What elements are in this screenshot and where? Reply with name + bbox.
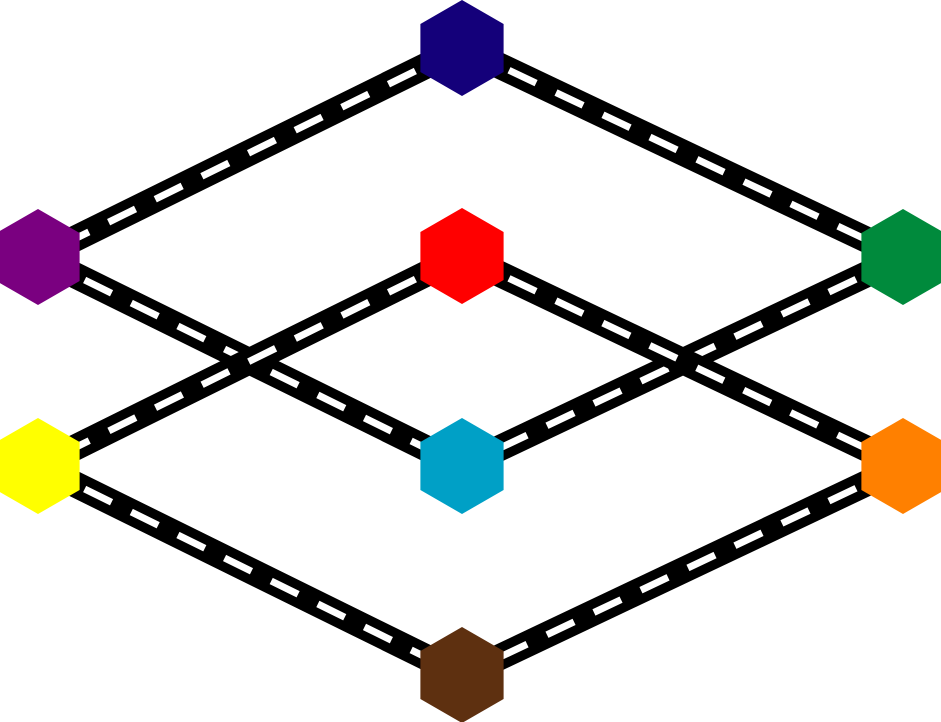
road-center-dashes (36, 462, 464, 679)
node-yellow-hexagon (0, 418, 80, 514)
node-purple-hexagon (0, 209, 80, 305)
node-orange-hexagon (861, 418, 941, 514)
road-yellow-brown (32, 454, 468, 687)
road-center-dashes (36, 44, 464, 261)
road-center-dashes (460, 253, 905, 470)
road-navy-green (456, 36, 909, 269)
road-red-yellow (32, 244, 468, 478)
node-red-hexagon (420, 208, 504, 304)
road-orange-brown (456, 454, 909, 687)
road-navy-purple (32, 36, 468, 269)
road-center-dashes (460, 44, 905, 261)
road-red-orange (456, 244, 909, 478)
node-cyan-hexagon (420, 418, 504, 514)
node-brown-hexagon (420, 627, 504, 722)
node-green-hexagon (861, 209, 941, 305)
road-center-dashes (460, 462, 905, 679)
roads-layer (32, 36, 909, 687)
node-navy-hexagon (420, 0, 504, 96)
road-center-dashes (36, 252, 464, 470)
road-center-dashes (460, 252, 905, 470)
